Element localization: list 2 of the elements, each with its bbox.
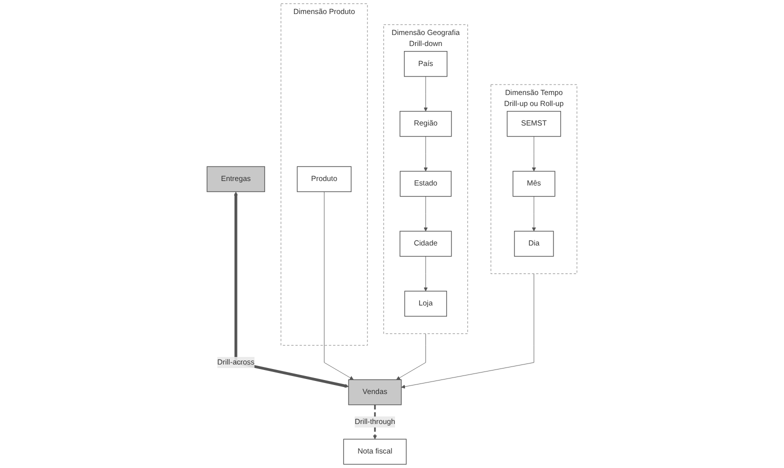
arrow: [372, 404, 377, 440]
arrow: [234, 192, 349, 388]
